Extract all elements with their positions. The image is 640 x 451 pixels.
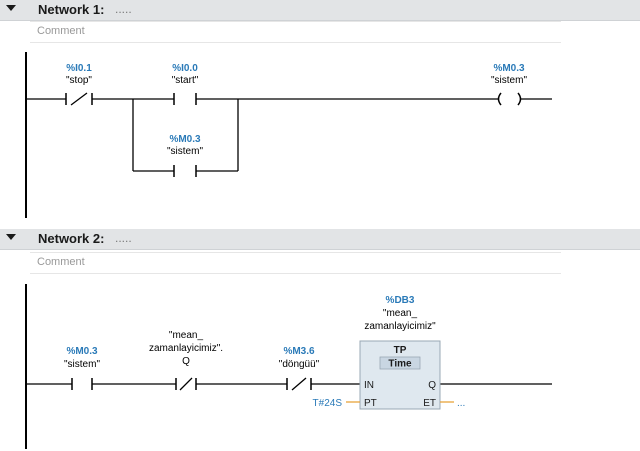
contact-sistem-branch[interactable]: %M0.3 "sistem": [167, 134, 203, 177]
contact-sistem-address: %M0.3: [66, 346, 98, 357]
contact-stop[interactable]: %I0.1 "stop": [65, 63, 93, 106]
network1-rung: %I0.1 "stop" %I0.0 "start" %M0.3 "sistem…: [25, 52, 552, 218]
contact-sistem-symbol: "sistem": [64, 359, 100, 370]
contact-timer-q-symbol-line2: zamanlayicimiz".: [149, 343, 223, 354]
network1-title-text[interactable]: .....: [115, 2, 132, 16]
timer-subtype-box[interactable]: [379, 356, 421, 370]
network2-title: Network 2:: [38, 231, 105, 246]
parallel-branch: [132, 99, 239, 172]
coil-sistem[interactable]: %M0.3 "sistem": [491, 63, 527, 106]
timer-subtype: Time: [388, 359, 412, 370]
timer-pin-pt: PT: [364, 398, 377, 409]
network1-comment-placeholder: Comment: [37, 25, 85, 37]
timer-block-tp[interactable]: %DB3 "mean_ zamanlayicimiz" TP Time IN P…: [359, 295, 441, 410]
network2-comment[interactable]: Comment: [30, 252, 561, 274]
timer-pin-et: ET: [423, 398, 436, 409]
network2-rung: %M0.3 "sistem" "mean_ zamanlayicimiz". Q…: [25, 284, 552, 449]
timer-pt-value[interactable]: T#24S: [313, 398, 343, 409]
network1-header[interactable]: Network 1: .....: [0, 0, 640, 21]
timer-db-address: %DB3: [386, 295, 415, 306]
network1-comment[interactable]: Comment: [30, 21, 561, 43]
network2-comment-placeholder: Comment: [37, 256, 85, 268]
network2-header[interactable]: Network 2: .....: [0, 229, 640, 250]
contact-timer-q-symbol-line1: "mean_: [169, 330, 204, 341]
contact-stop-symbol: "stop": [66, 75, 92, 86]
contact-stop-address: %I0.1: [66, 63, 92, 74]
contact-sistem-address: %M0.3: [169, 134, 201, 145]
timer-instance-line2: zamanlayicimiz": [364, 321, 436, 332]
timer-pin-q: Q: [428, 380, 436, 391]
contact-start-address: %I0.0: [172, 63, 198, 74]
contact-sistem[interactable]: %M0.3 "sistem": [64, 346, 100, 390]
contact-dongu[interactable]: %M3.6 "döngüü": [279, 346, 320, 391]
contact-start[interactable]: %I0.0 "start": [172, 63, 199, 105]
contact-start-symbol: "start": [172, 75, 199, 86]
network1-title: Network 1:: [38, 2, 105, 17]
contact-timer-q-symbol-line3: Q: [182, 356, 190, 367]
network2-title-text[interactable]: .....: [115, 231, 132, 245]
contact-dongu-address: %M3.6: [283, 346, 315, 357]
timer-instance-line1: "mean_: [383, 308, 418, 319]
collapse-toggle-icon[interactable]: [6, 5, 16, 11]
coil-sistem-address: %M0.3: [493, 63, 525, 74]
contact-dongu-symbol: "döngüü": [279, 359, 320, 370]
coil-sistem-symbol: "sistem": [491, 75, 527, 86]
timer-pin-in: IN: [364, 380, 374, 391]
timer-et-value[interactable]: ...: [457, 398, 465, 409]
contact-timer-q[interactable]: "mean_ zamanlayicimiz". Q: [149, 330, 223, 391]
collapse-toggle-icon[interactable]: [6, 234, 16, 240]
timer-type: TP: [394, 345, 407, 356]
contact-sistem-symbol: "sistem": [167, 146, 203, 157]
